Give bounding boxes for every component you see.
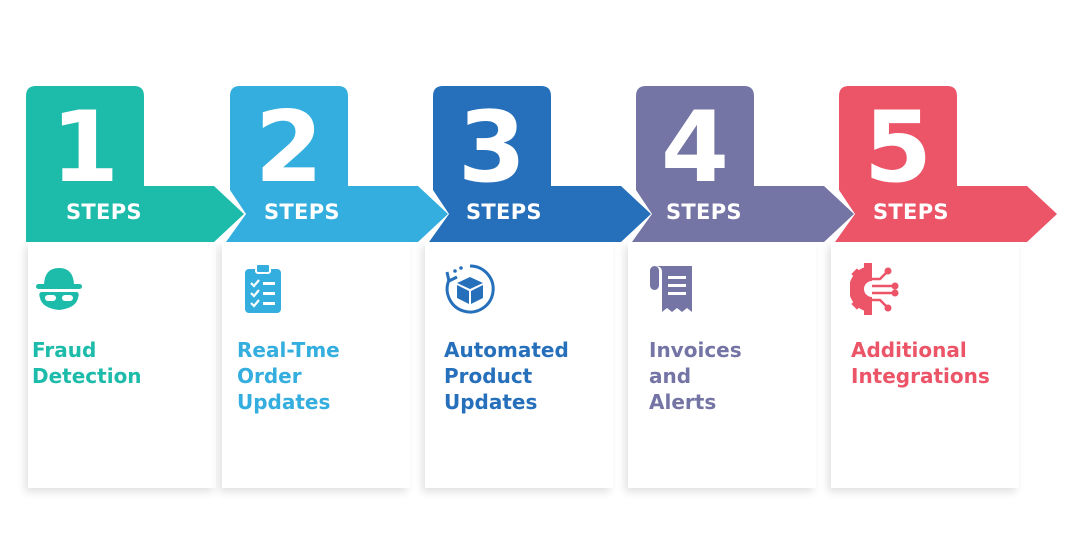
step-number-4: 4 [660, 91, 730, 205]
step-card-4 [628, 242, 816, 488]
steps-label-5: STEPS [873, 200, 949, 224]
step-arrow-2 [226, 86, 448, 242]
step-title-line: Updates [444, 390, 538, 414]
steps-label-3: STEPS [466, 200, 542, 224]
step-title-2: Real-Tme Order Updates [237, 337, 412, 415]
step-title-line: Product [444, 364, 533, 388]
step-title-1: Fraud Detection [32, 337, 207, 389]
step-arrow-4 [632, 86, 854, 242]
box-sync-icon [443, 262, 497, 316]
clipboard-checklist-icon [237, 262, 291, 316]
step-arrow-5 [835, 86, 1057, 242]
step-title-line: Detection [32, 364, 142, 388]
step-title-line: Additional [851, 338, 967, 362]
step-number-5: 5 [863, 91, 933, 205]
step-number-1: 1 [50, 91, 120, 205]
steps-label-4: STEPS [666, 200, 742, 224]
step-title-3: Automated Product Updates [444, 337, 619, 415]
steps-label-2: STEPS [264, 200, 340, 224]
step-title-line: Alerts [649, 390, 717, 414]
step-title-line: Integrations [851, 364, 990, 388]
receipt-icon [646, 262, 700, 316]
step-arrow-1 [26, 86, 244, 242]
step-title-line: Order [237, 364, 302, 388]
step-title-line: Updates [237, 390, 331, 414]
step-title-line: Automated [444, 338, 569, 362]
step-title-line: Fraud [32, 338, 97, 362]
step-arrow-3 [429, 86, 651, 242]
step-card-3 [425, 242, 613, 488]
step-card-1 [28, 242, 216, 488]
step-title-line: Real-Tme [237, 338, 340, 362]
spy-icon [32, 262, 86, 316]
step-number-3: 3 [457, 91, 527, 205]
step-title-line: Invoices [649, 338, 742, 362]
gear-integration-icon [850, 262, 904, 316]
step-title-4: Invoices and Alerts [649, 337, 824, 415]
step-title-5: Additional Integrations [851, 337, 1026, 389]
step-number-2: 2 [254, 91, 324, 205]
steps-label-1: STEPS [66, 200, 142, 224]
step-title-line: and [649, 364, 692, 388]
